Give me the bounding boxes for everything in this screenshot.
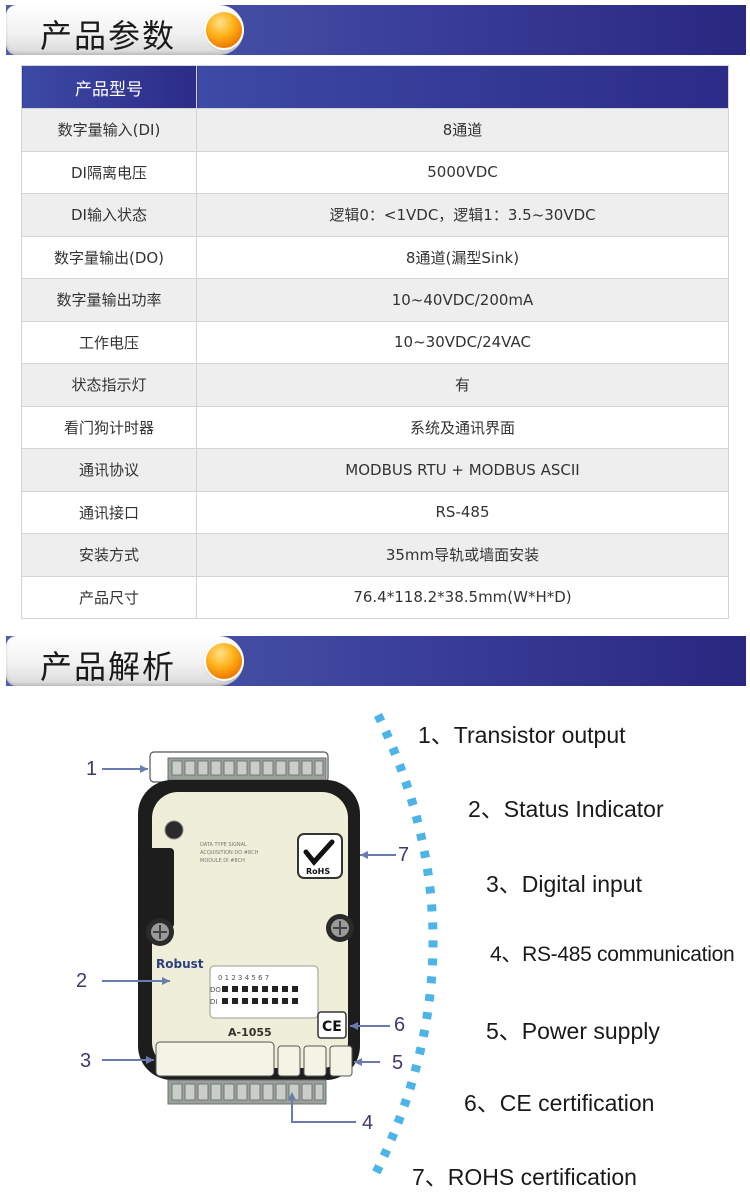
spec-label: 看门狗计时器 — [21, 405, 197, 449]
spec-value: 10~40VDC/200mA — [196, 278, 729, 322]
spec-label: 安装方式 — [21, 533, 197, 577]
callout-3: 3 — [80, 1050, 92, 1072]
spec-label: 数字量输出功率 — [21, 278, 197, 322]
spec-label: 产品尺寸 — [21, 575, 197, 619]
led-do-label: DO — [210, 986, 221, 994]
spec-value: 8通道 — [196, 108, 729, 152]
feature-6: 6、CE certification — [464, 1090, 655, 1116]
brand-label: Robust — [156, 957, 204, 971]
spec-label: 状态指示灯 — [21, 363, 197, 407]
spec-value: 逻辑0：<1VDC，逻辑1：3.5~30VDC — [196, 193, 729, 237]
callout-1: 1 — [86, 758, 98, 780]
feature-5: 5、Power supply — [486, 1018, 660, 1044]
led-di-label: DI — [210, 998, 217, 1006]
analysis-title: 产品解析 — [40, 648, 177, 686]
banner-tab — [6, 5, 244, 55]
led-numbers: 0 1 2 3 4 5 6 7 — [218, 974, 269, 982]
rohs-label: RoHS — [306, 867, 330, 876]
svg-text:MODULE DI #8: MODULE DI #8CH — [200, 858, 245, 864]
callout-2: 2 — [76, 970, 88, 992]
spec-value: 有 — [196, 363, 729, 407]
spec-label: 通讯接口 — [21, 490, 197, 534]
spec-row: 数字量输出(DO)8通道(漏型Sink) — [21, 235, 729, 279]
spec-label: 数字量输入(DI) — [21, 108, 197, 152]
spec-row: 状态指示灯有 — [21, 363, 729, 407]
feature-7: 7、ROHS certification — [412, 1164, 637, 1190]
spec-value: 10~30VDC/24VAC — [196, 320, 729, 364]
analysis-banner: 产品解析 — [6, 636, 746, 686]
device-illustration: DATA TYPE SIGNAL ACQUISITION DO #8CH MOD… — [102, 751, 396, 1123]
svg-text:ACQUISITION DO #8: ACQUISITION DO #8CH — [200, 850, 259, 856]
feature-3: 3、Digital input — [486, 871, 642, 897]
spec-label: DI隔离电压 — [21, 150, 197, 194]
spec-label: 通讯协议 — [21, 448, 197, 492]
orange-orb-icon — [206, 12, 242, 48]
spec-header-label: 产品型号 — [21, 65, 197, 109]
callout-7: 7 — [398, 844, 410, 866]
callout-6: 6 — [394, 1014, 406, 1036]
banner-tab — [6, 636, 244, 686]
spec-value: RS-485 — [196, 490, 729, 534]
spec-label: 数字量输出(DO) — [21, 235, 197, 279]
orange-orb-icon — [206, 643, 242, 679]
spec-value: 系统及通讯界面 — [196, 405, 729, 449]
params-title: 产品参数 — [40, 17, 177, 55]
spec-label: DI输入状态 — [21, 193, 197, 237]
callout-5: 5 — [392, 1052, 404, 1074]
feature-4: 4、RS-485 communication — [490, 943, 735, 966]
spec-value: MODBUS RTU + MODBUS ASCII — [196, 448, 729, 492]
feature-2: 2、Status Indicator — [468, 796, 664, 822]
callout-4: 4 — [362, 1112, 374, 1134]
model-label: A-1055 — [228, 1026, 272, 1039]
svg-text:DATA TYPE SI: DATA TYPE SIGNAL — [200, 842, 247, 848]
spec-value: 8通道(漏型Sink) — [196, 235, 729, 279]
spec-header-row: 产品型号 — [21, 65, 729, 109]
feature-1: 1、Transistor output — [418, 722, 626, 748]
spec-value: 35mm导轨或墙面安装 — [196, 533, 729, 577]
params-banner: 产品参数 — [6, 5, 746, 55]
spec-header-value — [196, 65, 729, 109]
spec-row: DI输入状态逻辑0：<1VDC，逻辑1：3.5~30VDC — [21, 193, 729, 237]
spec-label: 工作电压 — [21, 320, 197, 364]
spec-row: 数字量输入(DI)8通道 — [21, 108, 729, 152]
ce-label: CE — [322, 1019, 342, 1035]
spec-value: 76.4*118.2*38.5mm(W*H*D) — [196, 575, 729, 619]
dotted-arc — [369, 713, 438, 1180]
spec-value: 5000VDC — [196, 150, 729, 194]
spec-row: 看门狗计时器系统及通讯界面 — [21, 405, 729, 449]
